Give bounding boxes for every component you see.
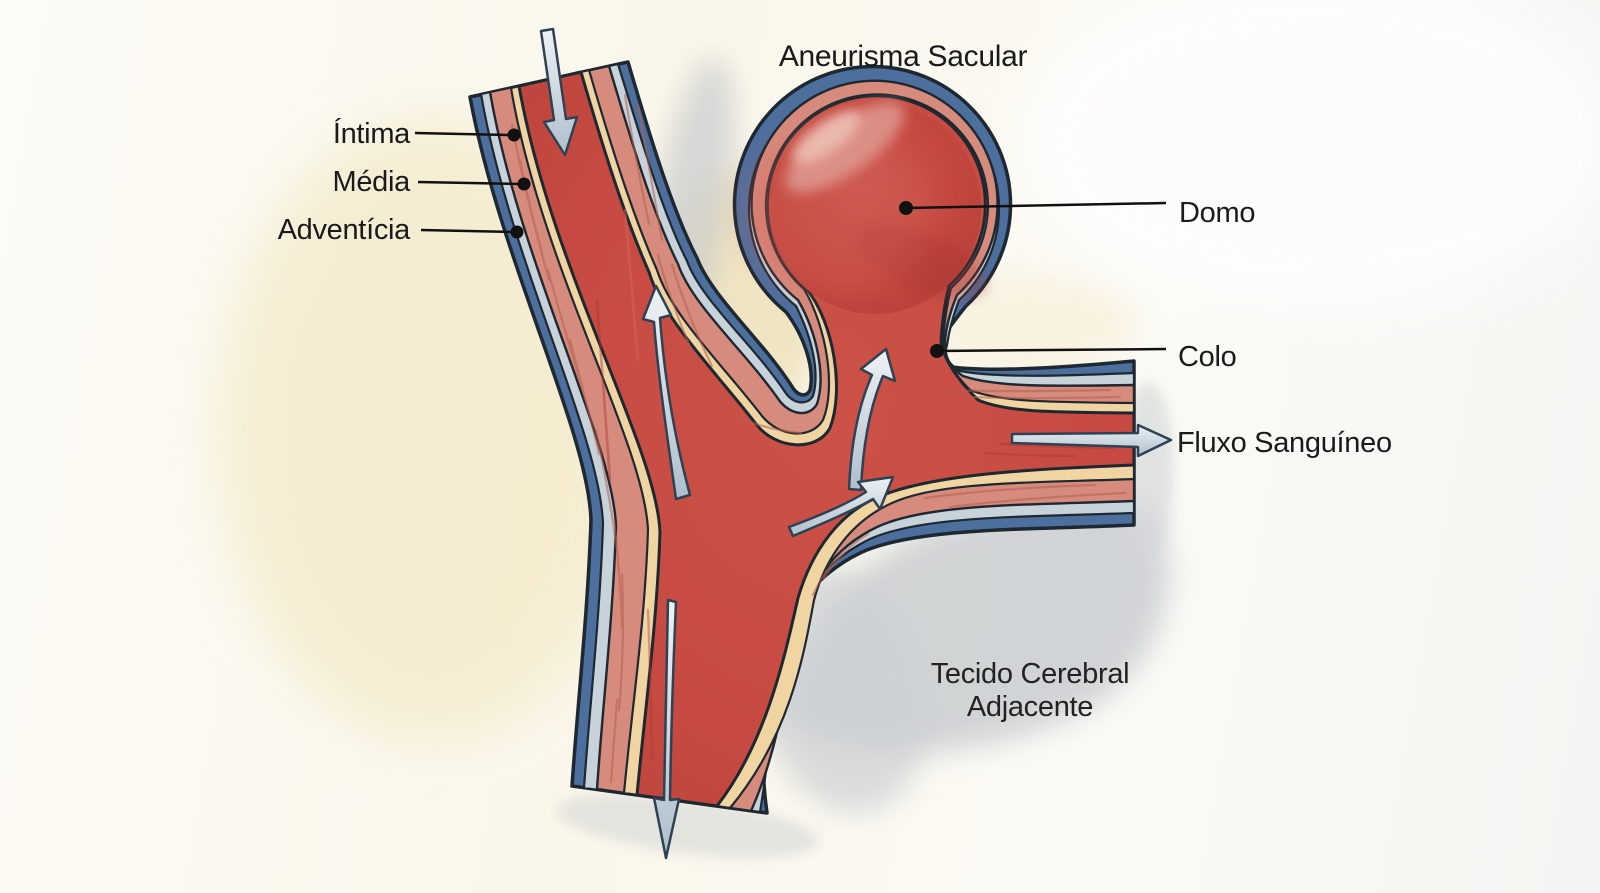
inflow-arrow-top <box>539 27 579 157</box>
aneurysm-dome-interior <box>746 101 988 314</box>
colo-leader-line <box>936 347 1167 353</box>
tecido-cerebral-label: Tecido Cerebral Adjacente <box>860 658 1200 724</box>
colo-label: Colo <box>1178 341 1237 373</box>
diagram-title: Aneurisma Sacular <box>778 40 1028 73</box>
intima-leader-line <box>414 131 511 137</box>
media-texture <box>510 93 1127 784</box>
domo-dot <box>899 201 913 215</box>
media-dot <box>517 177 531 191</box>
background-topright-white <box>1020 0 1600 310</box>
fluxo-sanguineo-label: Fluxo Sanguíneo <box>1177 427 1392 459</box>
outflow-arrow-bottom <box>652 598 681 860</box>
tecido-cerebral-line2: Adjacente <box>966 691 1094 723</box>
domo-leader-line <box>905 201 1167 210</box>
intima-dot <box>507 128 521 142</box>
dome-highlight <box>785 101 905 193</box>
flow-arrow-neck-up <box>847 347 897 492</box>
tecido-cerebral-line1: Tecido Cerebral <box>930 658 1130 690</box>
flow-arrow-junction-right <box>787 475 895 538</box>
adventicia-dot <box>510 225 524 239</box>
outflow-arrow-branch <box>1010 423 1173 458</box>
media-leader-line <box>417 180 521 186</box>
flow-arrows <box>539 27 1173 860</box>
intima-label: Íntima <box>332 118 410 150</box>
adventicia-label: Adventícia <box>277 214 411 246</box>
colo-dot <box>930 344 944 358</box>
flow-arrow-trunk-up <box>641 284 692 501</box>
adventicia-leader-line <box>420 228 514 234</box>
media-label: Média <box>332 166 411 198</box>
domo-label: Domo <box>1179 197 1256 229</box>
dome-highlight-core <box>792 110 860 164</box>
leader-lines <box>414 128 1167 358</box>
